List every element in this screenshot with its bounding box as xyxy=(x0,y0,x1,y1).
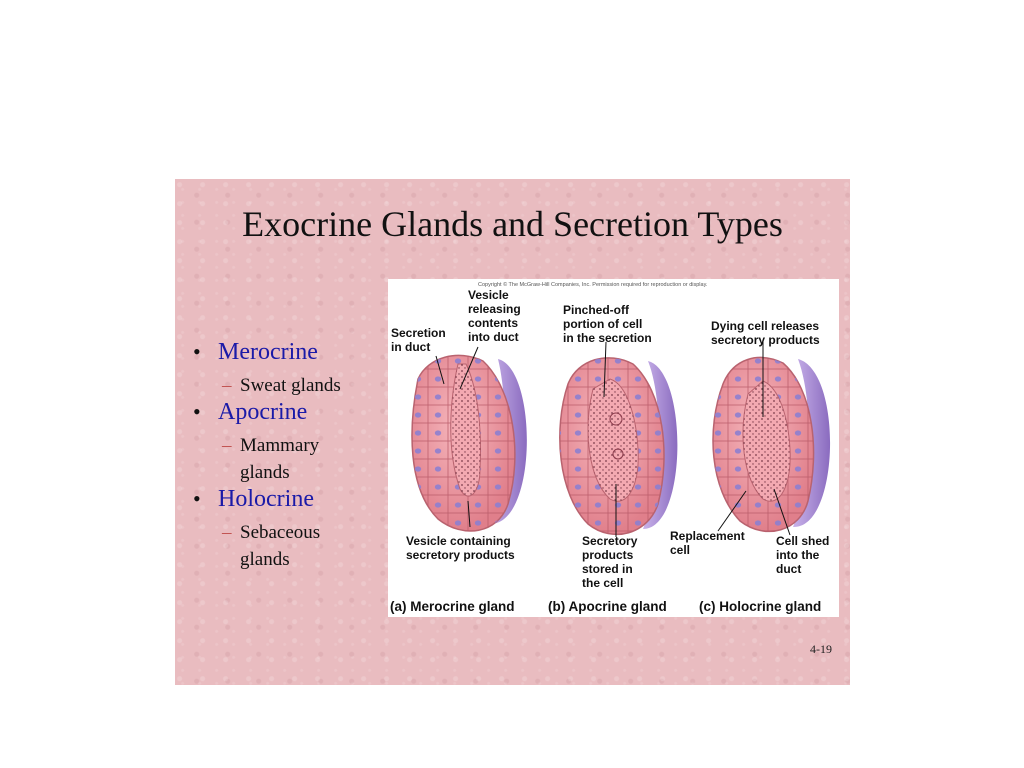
figure-copyright: Copyright © The McGraw-Hill Companies, I… xyxy=(478,281,708,288)
bullet-dot-icon: • xyxy=(193,486,201,511)
caption-holocrine: (c) Holocrine gland xyxy=(699,599,821,614)
bullet-merocrine: • Merocrine – Sweat glands xyxy=(193,339,393,399)
label-vesicle-releasing: Vesicle releasing contents into duct xyxy=(468,288,524,344)
label-replacement-cell: Replacement cell xyxy=(670,529,748,557)
label-pinched-off: Pinched-off portion of cell in the secre… xyxy=(563,303,652,345)
dash-icon: – xyxy=(222,435,232,456)
gland-diagram: Copyright © The McGraw-Hill Companies, I… xyxy=(390,281,833,614)
label-cell-shed: Cell shed into the duct xyxy=(776,534,833,576)
merocrine-gland-illustration xyxy=(411,354,527,532)
bullet-label: Apocrine xyxy=(218,399,308,425)
bullet-list: • Merocrine – Sweat glands • Apocrine – … xyxy=(193,339,393,573)
caption-apocrine: (b) Apocrine gland xyxy=(548,599,667,614)
page-number: 4-19 xyxy=(810,642,832,656)
sub-bullet-text: Sweat glands xyxy=(240,375,341,396)
label-secretion-in-duct: Secretion in duct xyxy=(391,326,449,354)
label-dying-cell: Dying cell releases secretory products xyxy=(711,319,822,347)
dash-icon: – xyxy=(222,522,232,543)
leader-lines xyxy=(435,341,791,537)
holocrine-gland-illustration xyxy=(712,356,831,532)
slide: Exocrine Glands and Secretion Types • Me… xyxy=(175,179,850,685)
bullet-dot-icon: • xyxy=(193,339,201,364)
slide-title: Exocrine Glands and Secretion Types xyxy=(242,204,783,244)
bullet-dot-icon: • xyxy=(193,399,201,424)
caption-merocrine: (a) Merocrine gland xyxy=(390,599,515,614)
label-vesicle-containing: Vesicle containing secretory products xyxy=(406,534,515,562)
dash-icon: – xyxy=(222,375,232,396)
bullet-label: Holocrine xyxy=(218,486,314,512)
label-secretory-products: Secretory products stored in the cell xyxy=(582,534,641,590)
gland-figure: Copyright © The McGraw-Hill Companies, I… xyxy=(388,279,839,617)
bullet-label: Merocrine xyxy=(218,339,318,365)
apocrine-gland-illustration xyxy=(559,357,678,536)
